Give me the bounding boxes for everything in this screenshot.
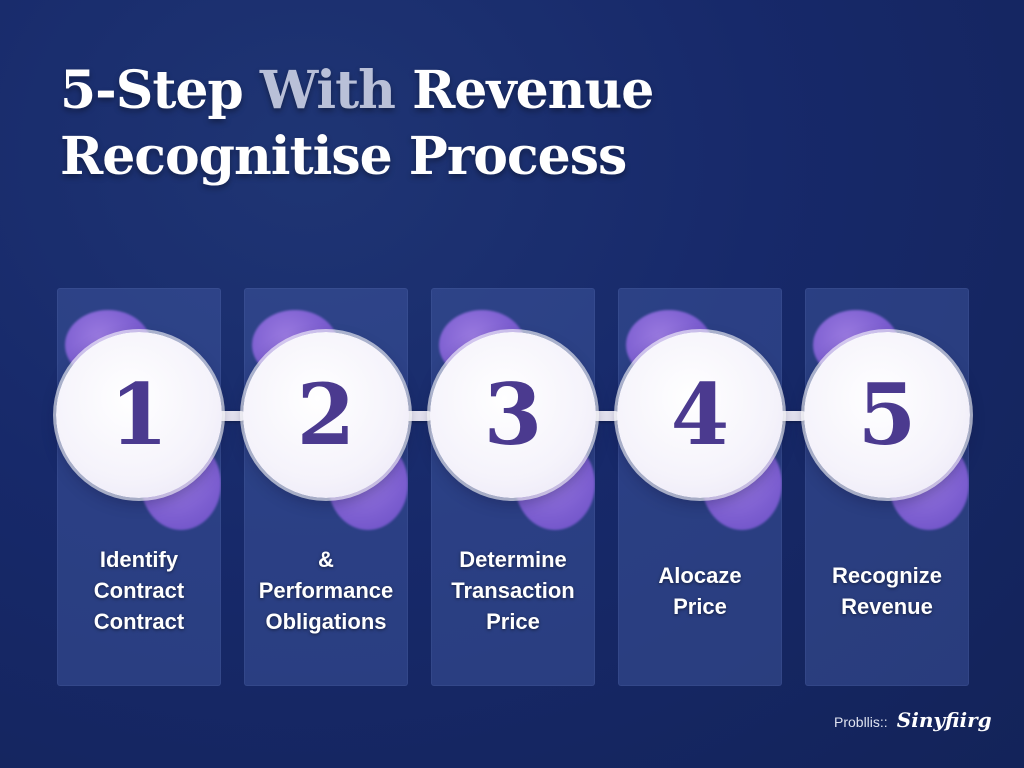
footer-credit: Probllis:: Sinyfiirg — [834, 708, 992, 732]
step-label-line: Revenue — [841, 594, 933, 619]
step-label-line: Identify — [99, 547, 179, 572]
step-number-2: 2 — [296, 365, 356, 464]
step-number-4: 4 — [670, 365, 730, 464]
step-label-2: & Performance Obligations — [236, 544, 416, 637]
step-connector — [777, 411, 807, 421]
step-label-1: Identify Contract Contract — [49, 544, 229, 637]
title-text-revenue: Revenue — [394, 60, 654, 121]
title-line-2: Recognitise Process — [60, 126, 627, 187]
step-number-circle-5: 5 — [804, 332, 970, 498]
step-number-5: 5 — [857, 365, 917, 464]
step-number-3: 3 — [483, 365, 543, 464]
step-label-line: Contract — [93, 609, 185, 634]
step-label-line: Recognize — [831, 563, 943, 588]
step-label-line: Determine — [459, 547, 567, 572]
step-number-circle-1: 1 — [56, 332, 222, 498]
footer-brand-logo: Sinyfiirg — [896, 708, 992, 732]
step-connector — [590, 411, 620, 421]
title-line-1: 5-Step With Revenue — [60, 58, 654, 124]
step-label-line: Alocaze — [658, 563, 742, 588]
step-label-line: Price — [486, 609, 540, 634]
page-title: 5-Step With Revenue Recognitise Process — [60, 58, 654, 190]
title-text-5-step: 5-Step — [60, 60, 260, 121]
step-label-line: Obligations — [265, 609, 387, 634]
step-label-line: Performance — [258, 578, 394, 603]
title-text-with: With — [259, 60, 396, 121]
step-connector — [216, 411, 246, 421]
step-label-3: Determine Transaction Price — [423, 544, 603, 637]
step-label-4: Alocaze Price — [610, 560, 790, 622]
step-number-1: 1 — [109, 365, 169, 464]
step-label-5: Recognize Revenue — [797, 560, 977, 622]
step-number-circle-4: 4 — [617, 332, 783, 498]
step-label-line: Contract — [93, 578, 185, 603]
step-label-line: & — [318, 547, 334, 572]
step-number-circle-2: 2 — [243, 332, 409, 498]
step-number-circle-3: 3 — [430, 332, 596, 498]
step-label-line: Price — [673, 594, 727, 619]
step-connector — [403, 411, 433, 421]
step-label-line: Transaction — [451, 578, 575, 603]
footer-prefix: Probllis:: — [834, 714, 888, 730]
